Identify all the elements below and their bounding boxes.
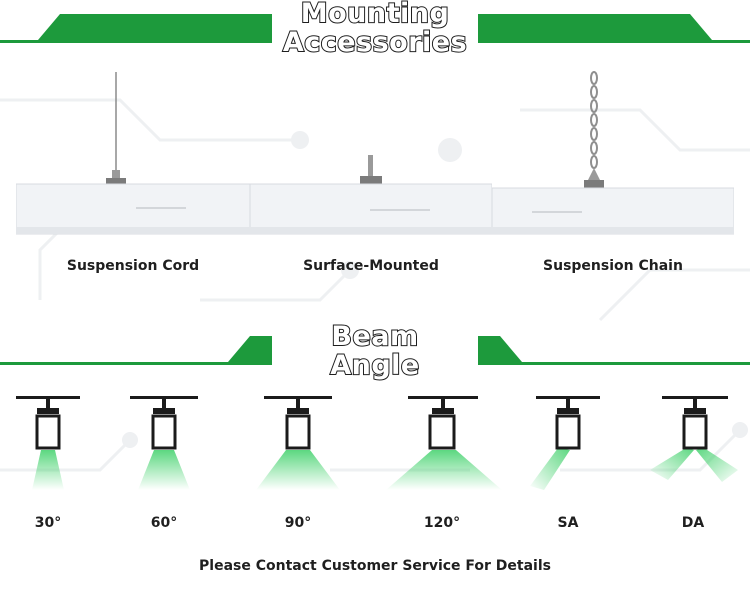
beam-label-60: 60° bbox=[150, 515, 178, 531]
beam-label-120: 120° bbox=[423, 515, 461, 531]
contact-note: Please Contact Customer Service For Deta… bbox=[199, 558, 551, 574]
beam-90-icon bbox=[256, 396, 340, 490]
suspension-chain-fixture-icon bbox=[491, 71, 735, 235]
beam-sa-icon bbox=[530, 396, 600, 490]
beam-section-header: Beam Angle bbox=[0, 322, 750, 382]
banner-decoration bbox=[0, 14, 750, 43]
suspension-cord-label: Suspension Cord bbox=[66, 258, 200, 274]
mount-option-suspension-chain: Suspension Chain bbox=[491, 70, 735, 280]
beam-title-line2: Angle bbox=[329, 350, 420, 381]
beam-30-icon bbox=[16, 396, 80, 490]
beam-label-sa: SA bbox=[557, 515, 579, 531]
surface-mounted-label: Surface-Mounted bbox=[303, 258, 439, 274]
banner-decoration bbox=[0, 336, 750, 365]
suspension-cord-fixture-icon bbox=[15, 72, 251, 235]
mount-option-suspension-cord: Suspension Cord bbox=[15, 70, 251, 280]
beam-title-line1: Beam bbox=[330, 321, 419, 352]
beam-label-da: DA bbox=[681, 515, 705, 531]
beam-120-icon bbox=[386, 396, 502, 490]
surface-mount-fixture-icon bbox=[249, 155, 493, 235]
beam-da-icon bbox=[650, 396, 738, 482]
suspension-chain-label: Suspension Chain bbox=[543, 258, 683, 274]
beam-label-30: 30° bbox=[34, 515, 62, 531]
mount-option-surface-mounted: Surface-Mounted bbox=[249, 70, 493, 280]
beam-label-90: 90° bbox=[284, 515, 312, 531]
mounting-title-line1: Mounting bbox=[300, 0, 450, 29]
mounting-title-line2: Accessories bbox=[282, 27, 468, 58]
beam-60-icon bbox=[130, 396, 198, 490]
mounting-section-header: Mounting Accessories bbox=[0, 0, 750, 60]
